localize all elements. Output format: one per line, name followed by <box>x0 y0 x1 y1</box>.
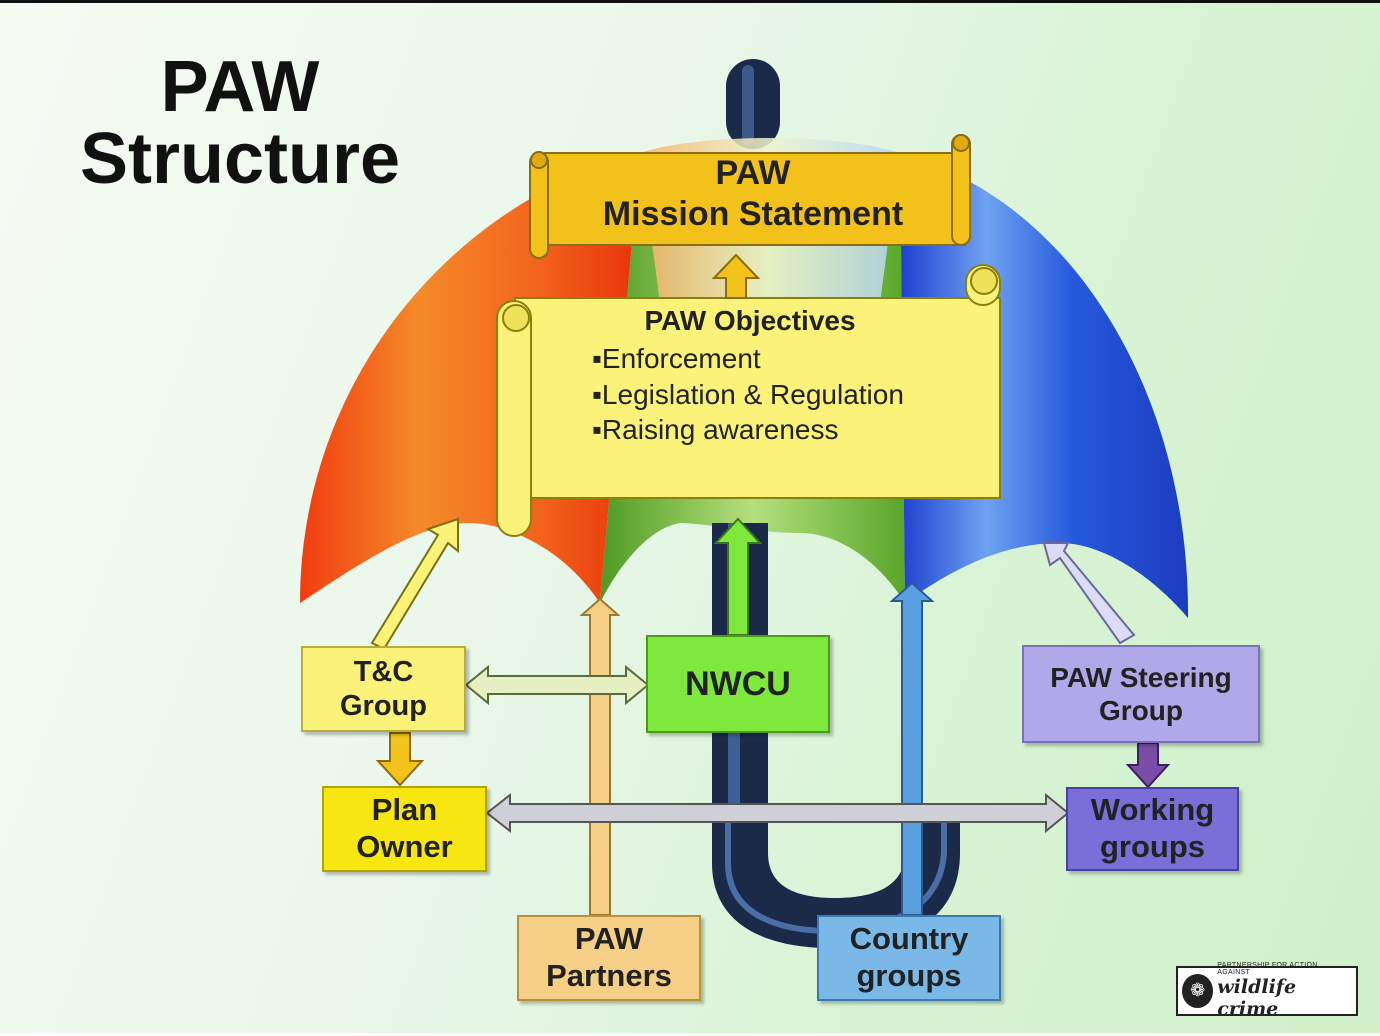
paw-print-icon: ❁ <box>1182 974 1214 1008</box>
objectives-list: ▪Enforcement ▪Legislation & Regulation ▪… <box>592 341 904 448</box>
country-groups-box: Country groups <box>817 915 1001 1001</box>
arrow-steering-down <box>1125 742 1171 789</box>
objective-item: ▪Legislation & Regulation <box>592 378 904 410</box>
nwcu-box: NWCU <box>646 635 830 733</box>
objective-item: ▪Raising awareness <box>592 414 839 446</box>
paw-partners-line-1: PAW <box>574 921 644 957</box>
mission-statement: PAW Mission Statement <box>548 153 958 235</box>
wildlife-crime-logo: ❁ PARTNERSHIP FOR ACTION AGAINST wildlif… <box>1176 962 1358 1020</box>
nwcu-label: NWCU <box>685 664 791 703</box>
arrow-partners-up <box>579 597 621 916</box>
arrow-tc-up <box>370 517 459 651</box>
mission-line-1: PAW <box>715 154 791 192</box>
arrow-steering-up <box>1042 542 1136 645</box>
plan-owner-box: Plan Owner <box>322 786 487 872</box>
tc-group-line-1: T&C <box>353 655 414 688</box>
arrow-nwcu-up <box>713 517 763 636</box>
steering-line-1: PAW Steering <box>1050 661 1232 693</box>
arrow-country-up <box>889 581 935 916</box>
objectives-heading: PAW Objectives <box>644 305 856 336</box>
logo-small-text: PARTNERSHIP FOR ACTION AGAINST <box>1217 962 1318 976</box>
country-groups-line-2: groups <box>856 958 962 993</box>
logo-big-text: wildlife crime <box>1217 976 1297 1020</box>
working-groups-box: Working groups <box>1066 787 1239 871</box>
arrow-objectives-to-mission <box>711 253 761 299</box>
tc-group-box: T&C Group <box>301 646 466 732</box>
arrow-tc-nwcu <box>464 664 650 706</box>
mission-scroll <box>529 134 971 259</box>
handle-hook <box>712 803 960 948</box>
arrow-planowner-working <box>485 792 1070 834</box>
title-line-1: PAW <box>160 47 320 127</box>
plan-owner-line-1: Plan <box>371 792 438 828</box>
tc-group-line-2: Group <box>340 690 427 722</box>
arrow-tc-down <box>375 732 425 787</box>
steering-line-2: Group <box>1099 695 1183 726</box>
paw-partners-line-2: Partners <box>546 958 672 993</box>
objectives-scroll <box>496 264 1001 537</box>
steering-group-box: PAW Steering Group <box>1022 645 1260 743</box>
working-groups-line-2: groups <box>1099 829 1206 864</box>
title-line-2: Structure <box>79 119 401 199</box>
working-groups-line-1: Working <box>1090 792 1215 828</box>
slide-title: PAW Structure <box>60 51 420 195</box>
umbrella-diagram <box>300 59 1189 948</box>
objective-item: ▪Enforcement <box>592 343 761 374</box>
plan-owner-line-2: Owner <box>356 829 453 864</box>
paw-partners-box: PAW Partners <box>517 915 701 1001</box>
mission-line-2: Mission Statement <box>602 194 904 233</box>
country-groups-line-1: Country <box>849 921 969 957</box>
